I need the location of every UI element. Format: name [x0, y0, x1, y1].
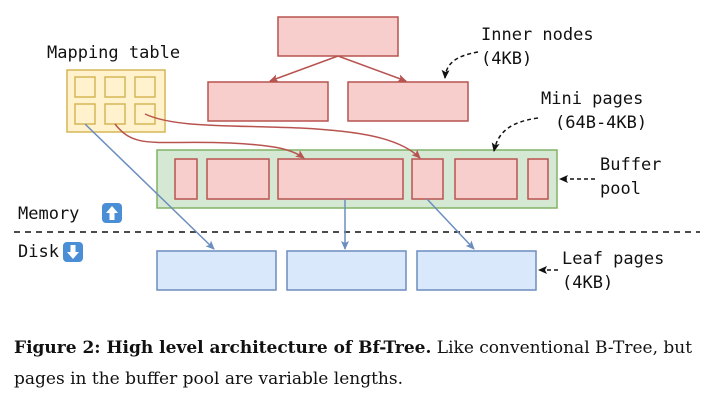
disk-label: Disk	[18, 242, 59, 262]
tree-edge-left	[269, 55, 339, 82]
mapping-arrow-to-mini-page	[114, 123, 305, 159]
mapping-slot	[104, 76, 126, 98]
down-arrow-icon	[63, 242, 83, 262]
mapping-arrow-to-mini-page	[144, 113, 421, 159]
mapping-table-label: Mapping table	[47, 43, 180, 63]
mapping-slot	[74, 103, 96, 125]
mini-page	[527, 158, 549, 200]
mini-page	[206, 158, 270, 200]
mini-page-arrow-to-leaf-page	[426, 198, 475, 250]
inner-node-left	[207, 81, 329, 122]
inner-nodes-pointer	[441, 51, 479, 79]
mini-pages-label: Mini pages	[541, 89, 643, 109]
inner-node-root	[277, 16, 399, 57]
mini-page	[454, 158, 518, 200]
leaf-page	[156, 250, 277, 291]
figure-caption: Figure 2: High level architecture of Bf-…	[14, 333, 704, 395]
inner-nodes	[207, 16, 469, 122]
inner-node-right	[347, 81, 469, 122]
mapping-arrow-to-leaf-page	[84, 123, 215, 250]
leaf-page	[416, 250, 537, 291]
mapping-table: Mapping table	[47, 43, 180, 133]
leaf-page	[286, 250, 407, 291]
mapping-slot	[134, 76, 156, 98]
buffer-pool-label-line2: pool	[600, 179, 641, 199]
tree-edge-right	[337, 55, 407, 82]
mini-pages-pointer	[491, 117, 539, 152]
mini-page	[411, 158, 444, 200]
caption-text: Like conventional B-Tree, but pages in t…	[14, 338, 693, 389]
caption-title: Figure 2: High level architecture of Bf-…	[14, 338, 432, 358]
buffer-pool-label: Buffer	[600, 155, 661, 175]
inner-nodes-label: Inner nodes	[481, 25, 594, 45]
mini-pages-size-label: (64B-4KB)	[555, 113, 647, 133]
memory-label: Memory	[18, 204, 79, 224]
mini-page	[174, 158, 198, 200]
architecture-diagram: Mapping table Memory Disk Inner nodes (4…	[14, 16, 700, 293]
up-arrow-icon	[102, 203, 122, 223]
mini-page	[277, 158, 404, 200]
inner-nodes-size-label: (4KB)	[481, 49, 532, 69]
leaf-pages-size-label: (4KB)	[562, 273, 613, 293]
leaf-pages	[156, 250, 537, 291]
buffer-pool	[156, 149, 558, 209]
leaf-pages-label: Leaf pages	[562, 249, 664, 269]
mapping-slot	[74, 76, 96, 98]
mapping-slot	[104, 103, 126, 125]
